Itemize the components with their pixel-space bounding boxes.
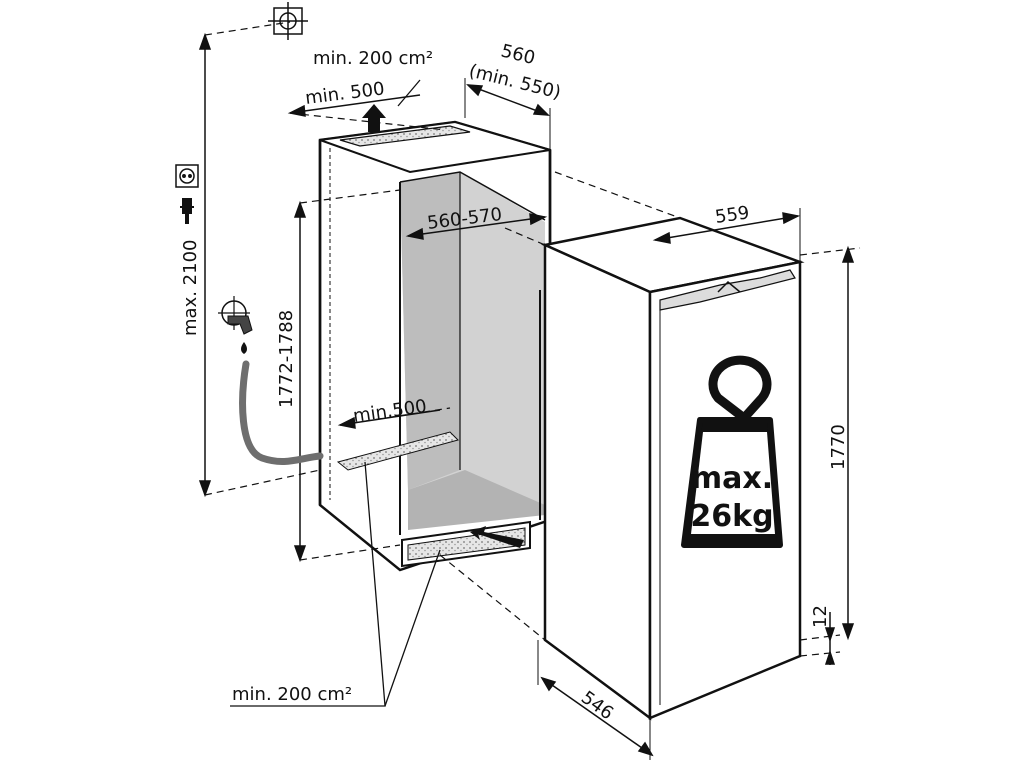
- appliance-height-label: 1770: [828, 424, 849, 470]
- max-height-label: max. 2100: [180, 240, 201, 336]
- plug-icon: [180, 198, 194, 224]
- niche-width-label: 560: [499, 40, 537, 69]
- socket-icon: [175, 164, 199, 188]
- top-vent-area-label: min. 200 cm²: [313, 48, 433, 69]
- airflow-arrow-icon: [362, 104, 524, 548]
- crosshair-icon: [268, 2, 308, 40]
- niche-height-label: 1772-1788: [276, 310, 297, 408]
- weight-limit-line1: max.: [691, 461, 773, 496]
- plinth-gap-label: 12: [810, 605, 831, 628]
- appliance-width-label: 559: [714, 202, 751, 228]
- water-hose: [239, 360, 324, 465]
- weight-icon: [681, 355, 783, 548]
- niche-cabinet: [318, 120, 552, 572]
- vent-leader-lines: [230, 79, 441, 707]
- water-tap-icon: [218, 296, 253, 335]
- dimension-lines: [198, 32, 855, 760]
- niche-width-min-label: (min. 550): [467, 60, 563, 103]
- water-drop-icon: [241, 342, 247, 354]
- bottom-vent-area-label: min. 200 cm²: [232, 684, 352, 705]
- top-depth-label: min. 500: [304, 78, 386, 109]
- appliance-depth-label: 546: [577, 687, 617, 724]
- weight-limit-line2: 26kg: [690, 499, 773, 534]
